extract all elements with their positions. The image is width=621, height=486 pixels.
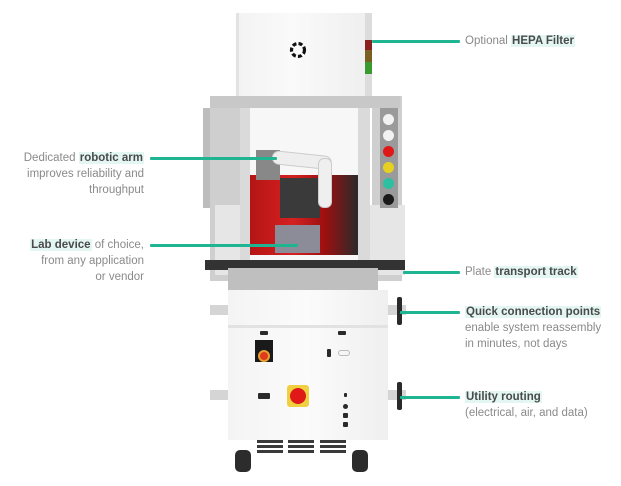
- utility-connect-left: [210, 390, 228, 400]
- callout-text: of choice,: [91, 239, 144, 251]
- emergency-stop-button[interactable]: [290, 388, 306, 404]
- quick-connect-left-upper: [210, 305, 228, 315]
- vent-slat: [288, 450, 314, 453]
- vent-slat: [288, 445, 314, 448]
- lab-device-door: [280, 178, 320, 218]
- panel-button-red[interactable]: [383, 146, 394, 157]
- vent-slat: [288, 440, 314, 443]
- vent-slat: [257, 445, 283, 448]
- leader-line-utility: [400, 396, 460, 399]
- callout-highlight: Utility routing: [465, 391, 542, 403]
- port-cover: [338, 350, 350, 356]
- toggle-switch[interactable]: [327, 349, 331, 357]
- vent-slat: [257, 450, 283, 453]
- enclosure-inner-right: [358, 108, 370, 273]
- leader-line-lab-device: [150, 244, 298, 247]
- utility-connect-clamp: [397, 382, 402, 410]
- callout-utility-routing: Utility routing (electrical, air, and da…: [465, 389, 588, 421]
- callout-description: enable system reassembly: [465, 322, 602, 334]
- enclosure-inner-left: [240, 108, 250, 273]
- leader-line-robotic-arm: [150, 157, 277, 160]
- callout-hepa-filter: Optional HEPA Filter: [465, 33, 576, 49]
- panel-button-black[interactable]: [383, 194, 394, 205]
- leader-line-quick-connect: [400, 311, 460, 314]
- plate-transport-track: [205, 260, 405, 270]
- leader-line-transport-track: [403, 271, 460, 274]
- vent-slat: [257, 440, 283, 443]
- caster-wheel-right: [352, 450, 368, 472]
- key-switch-button[interactable]: [258, 350, 270, 362]
- vent-slat: [320, 440, 346, 443]
- vent-slat: [320, 450, 346, 453]
- callout-highlight: transport track: [494, 266, 578, 278]
- panel-button-white-1[interactable]: [383, 114, 394, 125]
- panel-button-white-2[interactable]: [383, 130, 394, 141]
- callout-description: in minutes, not days: [465, 338, 568, 350]
- robotic-arm-lower: [318, 158, 332, 208]
- vent-slat: [320, 445, 346, 448]
- callout-highlight: Lab device: [30, 239, 92, 251]
- callout-description: (electrical, air, and data): [465, 407, 588, 419]
- callout-transport-track: Plate transport track: [465, 264, 578, 280]
- indicator-port: [343, 413, 348, 418]
- mobile-cart-base: [228, 290, 388, 440]
- indicator-port: [343, 422, 348, 427]
- enclosure-frame-top: [210, 96, 400, 108]
- callout-lab-device: Lab device of choice, from any applicati…: [0, 237, 144, 285]
- stack-light: [365, 40, 372, 74]
- callout-highlight: Quick connection points: [465, 306, 602, 318]
- callout-description: throughput: [89, 184, 144, 196]
- panel-button-yellow[interactable]: [383, 162, 394, 173]
- panel-button-teal[interactable]: [383, 178, 394, 189]
- callout-text: Plate: [465, 266, 495, 278]
- leader-line-hepa: [372, 40, 460, 43]
- control-button-panel: [380, 108, 398, 208]
- usb-port: [258, 393, 270, 399]
- callout-robotic-arm: Dedicated robotic arm improves reliabili…: [0, 150, 144, 198]
- callout-quick-connect: Quick connection points enable system re…: [465, 304, 602, 352]
- cart-slot: [338, 331, 346, 335]
- indicator-port: [344, 393, 347, 397]
- quick-connect-clamp: [397, 297, 402, 325]
- cart-slot: [260, 331, 268, 335]
- callout-description: improves reliability and: [27, 168, 144, 180]
- lab-device-tray: [275, 225, 320, 253]
- callout-text: Optional: [465, 35, 512, 47]
- callout-description: or vendor: [95, 271, 144, 283]
- brand-logo-icon: [289, 41, 307, 59]
- callout-text: Dedicated: [23, 152, 79, 164]
- callout-highlight: robotic arm: [78, 152, 144, 164]
- enclosure-frame-bottom: [228, 268, 378, 290]
- indicator-port: [343, 404, 348, 409]
- caster-wheel-left: [235, 450, 251, 472]
- cart-seam: [228, 325, 388, 328]
- callout-description: from any application: [41, 255, 144, 267]
- callout-highlight: HEPA Filter: [511, 35, 576, 47]
